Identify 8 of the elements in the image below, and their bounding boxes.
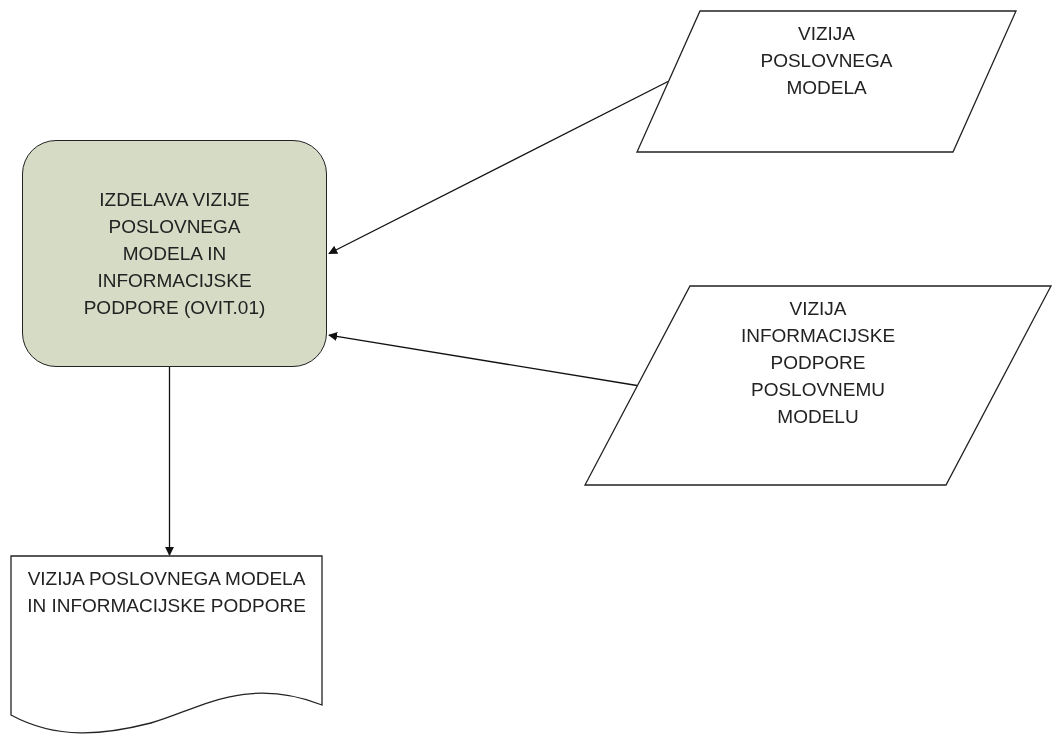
arrow xyxy=(165,366,174,556)
process-box xyxy=(22,140,327,367)
node-label: IZDELAVA VIZIJE POSLOVNEGA MODELA IN INFORMACIJSKE PODPORE (OVIT.01) xyxy=(82,188,267,320)
node-label: VIZIJA POSLOVNEGA MODELA IN INFORMACIJSKE PODPORE xyxy=(26,567,307,618)
arrow xyxy=(328,80,669,255)
node-label: VIZIJA INFORMACIJSKE PODPORE POSLOVNEMU MODELU xyxy=(739,297,897,429)
arrow xyxy=(328,332,638,387)
node-label: VIZIJA POSLOVNEGA MODELA xyxy=(759,22,894,100)
